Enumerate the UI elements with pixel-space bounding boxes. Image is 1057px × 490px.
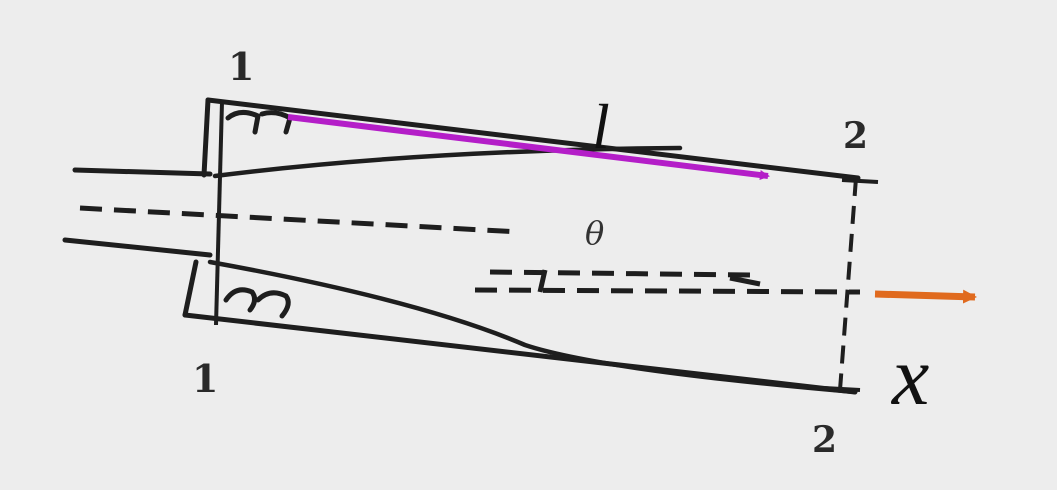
section-2-top-label: 2 [843, 115, 868, 157]
section-1-bottom-label: 1 [192, 356, 218, 401]
center-axis-dashed [79, 205, 521, 235]
x-axis-arrow [874, 289, 977, 304]
outlet-section-ticks [823, 178, 879, 392]
angle-label: θ [585, 214, 604, 252]
axis-tick-marks [537, 269, 761, 293]
section-2-bottom-label: 2 [812, 419, 837, 461]
x-axis-label: x [890, 330, 929, 423]
swirl-marks [223, 110, 293, 319]
length-arrow [287, 114, 770, 180]
inlet-pipe [62, 167, 213, 258]
outlet-axis-dashed [474, 269, 861, 295]
inner-walls [207, 145, 858, 395]
outlet-section-line [838, 177, 858, 391]
section-1-top-label: 1 [228, 44, 254, 89]
length-label: l [592, 91, 610, 162]
